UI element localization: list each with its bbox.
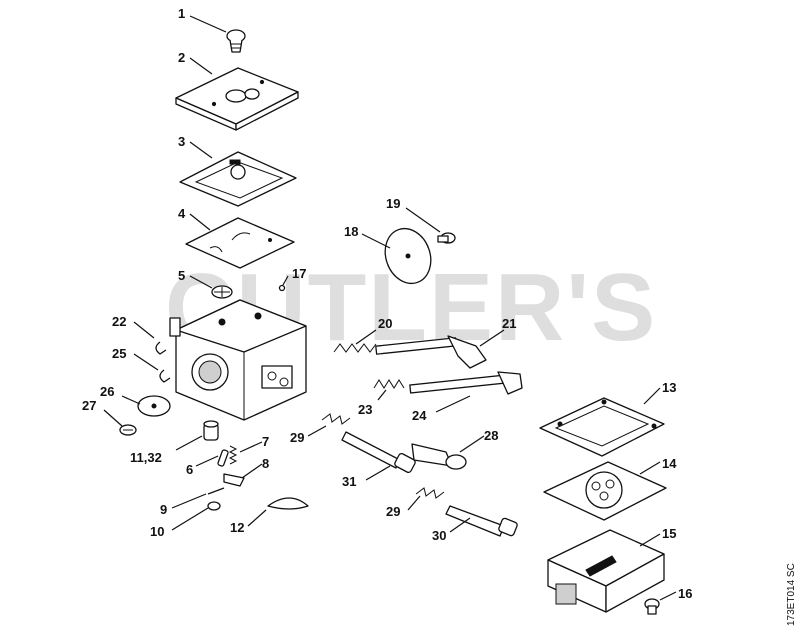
callout-23: 23 (358, 402, 372, 417)
callout-9: 9 (160, 502, 167, 517)
callout-19: 19 (386, 196, 400, 211)
callout-11-32: 11,32 (130, 450, 162, 465)
part-13-gasket (539, 397, 665, 457)
callout-30: 30 (432, 528, 446, 543)
part-2-cover-plate (175, 67, 299, 131)
part-15-cover (547, 529, 665, 613)
part-14-diaphragm (543, 461, 667, 521)
part-23-spring (373, 379, 405, 389)
callout-28: 28 (484, 428, 498, 443)
part-12-membrane (267, 497, 309, 510)
part-17-ball (278, 284, 286, 292)
callout-7: 7 (262, 434, 269, 449)
callout-16: 16 (678, 586, 692, 601)
callout-25: 25 (112, 346, 126, 361)
callout-18: 18 (344, 224, 358, 239)
callout-8: 8 (262, 456, 269, 471)
callout-10: 10 (150, 524, 164, 539)
callout-4: 4 (178, 206, 186, 221)
part-20-spring (333, 343, 377, 353)
callout-12: 12 (230, 520, 244, 535)
part-4-gasket (185, 217, 295, 269)
callout-2: 2 (178, 50, 185, 65)
callout-24: 24 (412, 408, 427, 423)
part-10-screw (207, 501, 221, 511)
part-29-spring-upper (321, 413, 351, 425)
callout-26: 26 (100, 384, 114, 399)
callout-15: 15 (662, 526, 676, 541)
drawing-code: 173ET014 SC (786, 563, 797, 626)
part-25-e-clip (159, 369, 171, 383)
carburetor-body (169, 299, 307, 421)
part-31-needle (341, 431, 416, 473)
callout-1: 1 (178, 6, 185, 21)
part-22-e-clip (155, 341, 167, 355)
part-1-screw (226, 29, 246, 53)
part-19-screw (437, 232, 456, 244)
callout-20: 20 (378, 316, 392, 331)
part-6-pin (217, 449, 229, 467)
callout-3: 3 (178, 134, 185, 149)
callout-13: 13 (662, 380, 676, 395)
callout-27: 27 (82, 398, 96, 413)
callout-29-upper: 29 (290, 430, 304, 445)
part-21-throttle-shaft (375, 335, 487, 369)
part-29-spring-lower (415, 487, 445, 499)
part-24-choke-shaft (409, 371, 523, 395)
callout-6: 6 (186, 462, 193, 477)
part-3-gasket-frame (179, 151, 297, 207)
callout-31: 31 (342, 474, 356, 489)
part-30-needle (445, 505, 518, 537)
part-5-filter (211, 285, 233, 299)
part-16-screw (644, 598, 660, 615)
callout-22: 22 (112, 314, 126, 329)
callout-29-lower: 29 (386, 504, 400, 519)
part-8-lever (223, 473, 245, 487)
part-28-adjust-screw (411, 443, 467, 470)
callout-21: 21 (502, 316, 516, 331)
leader-lines (103, 15, 677, 601)
callout-17: 17 (292, 266, 306, 281)
part-7-spring (228, 445, 238, 465)
part-27-screw (119, 424, 137, 436)
callout-14: 14 (662, 456, 677, 471)
part-11-32-plug (203, 420, 219, 441)
callout-5: 5 (178, 268, 185, 283)
part-9-pin (207, 487, 225, 495)
